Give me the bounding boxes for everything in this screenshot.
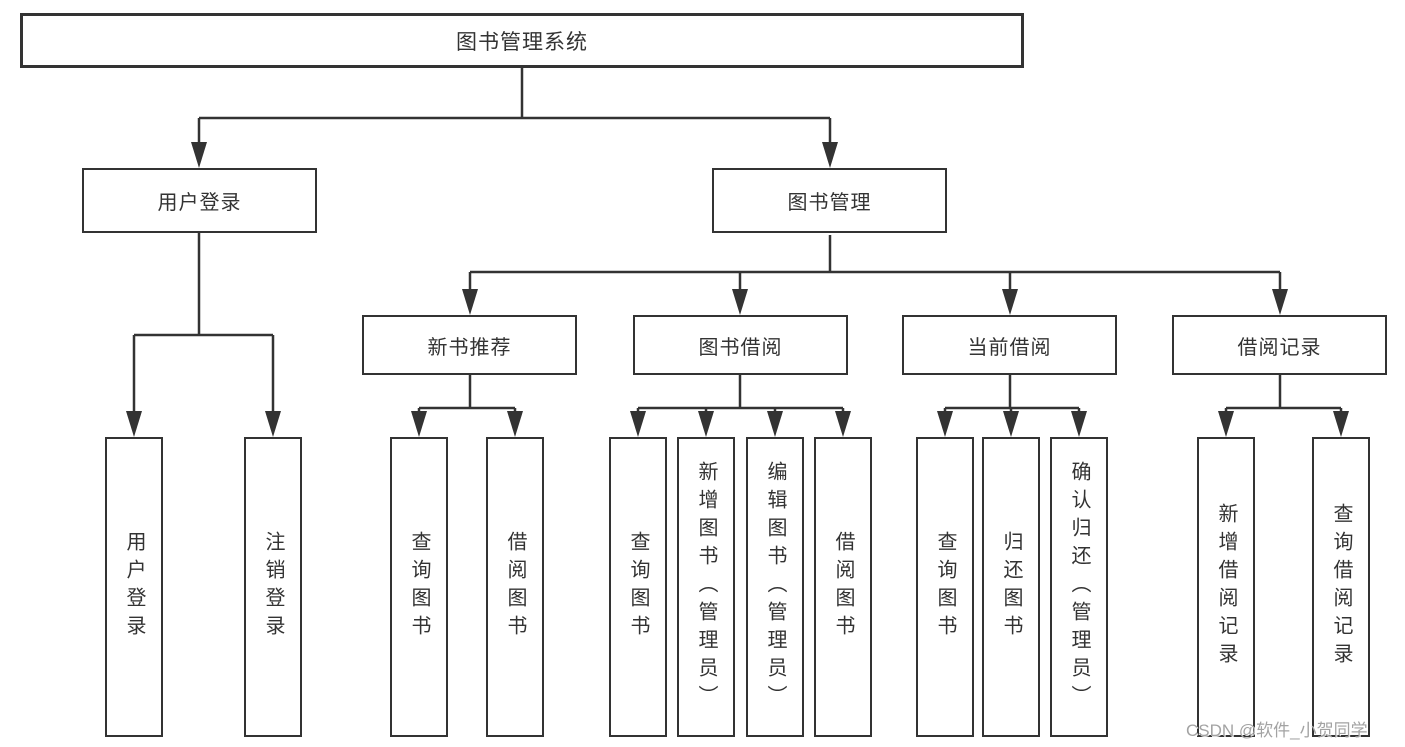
- connector-borrowrecords-to-leaves: [1224, 375, 1343, 413]
- node-leaf-cb-confirm-return-admin: 确认归还（管理员）: [1050, 437, 1108, 737]
- csdn-watermark: CSDN @软件_小贺同学: [1186, 721, 1368, 740]
- connector-currentborrow-to-leaves: [943, 375, 1081, 413]
- node-user-login: 用户登录: [82, 168, 317, 233]
- node-borrow-records: 借阅记录: [1172, 315, 1387, 375]
- node-label: 归还图书: [1000, 531, 1022, 643]
- node-book-management: 图书管理: [712, 168, 947, 233]
- node-label: 图书管理系统: [456, 30, 588, 54]
- node-leaf-cb-query-books: 查询图书: [916, 437, 974, 737]
- node-leaf-rec-borrow-books: 借阅图书: [486, 437, 544, 737]
- arrowheads: [126, 142, 1349, 437]
- node-label: 借阅记录: [1237, 336, 1322, 359]
- node-new-book-recommend: 新书推荐: [362, 315, 577, 375]
- node-leaf-bb-add-books-admin: 新增图书（管理员）: [677, 437, 735, 737]
- node-library-management-system: 图书管理系统: [20, 13, 1024, 68]
- node-label: 借阅图书: [832, 531, 854, 643]
- node-leaf-cb-return-books: 归还图书: [982, 437, 1040, 737]
- connector-userlogin-to-leaves: [132, 233, 275, 413]
- node-leaf-logout: 注销登录: [244, 437, 302, 737]
- connector-bookborrow-to-leaves: [636, 375, 845, 413]
- node-label: 当前借阅: [967, 336, 1052, 359]
- node-leaf-bb-edit-books-admin: 编辑图书（管理员）: [746, 437, 804, 737]
- node-current-borrow: 当前借阅: [902, 315, 1117, 375]
- node-label: 查询图书: [627, 531, 649, 643]
- connector-newbookrec-to-leaves: [417, 375, 517, 413]
- node-leaf-bb-borrow-books: 借阅图书: [814, 437, 872, 737]
- node-leaf-br-query-record: 查询借阅记录: [1312, 437, 1370, 737]
- node-label: 图书管理: [787, 192, 872, 214]
- node-label: 新书推荐: [427, 336, 512, 359]
- node-label: 用户登录: [123, 531, 145, 643]
- node-leaf-user-login: 用户登录: [105, 437, 163, 737]
- connector-root-to-level2: [197, 68, 832, 144]
- node-label: 新增借阅记录: [1215, 503, 1237, 671]
- node-leaf-br-add-record: 新增借阅记录: [1197, 437, 1255, 737]
- node-label: 编辑图书（管理员）: [764, 461, 786, 713]
- connector-bookmgmt-to-level3: [468, 235, 1282, 291]
- node-label: 确认归还（管理员）: [1068, 461, 1090, 713]
- node-label: 图书借阅: [698, 336, 783, 359]
- node-label: 查询图书: [934, 531, 956, 643]
- node-label: 查询图书: [408, 531, 430, 643]
- node-label: 注销登录: [262, 531, 284, 643]
- node-label: 用户登录: [157, 192, 242, 214]
- node-label: 查询借阅记录: [1330, 503, 1352, 671]
- node-label: 新增图书（管理员）: [695, 461, 717, 713]
- node-leaf-rec-query-books: 查询图书: [390, 437, 448, 737]
- node-label: 借阅图书: [504, 531, 526, 643]
- node-leaf-bb-query-books: 查询图书: [609, 437, 667, 737]
- node-book-borrow: 图书借阅: [633, 315, 848, 375]
